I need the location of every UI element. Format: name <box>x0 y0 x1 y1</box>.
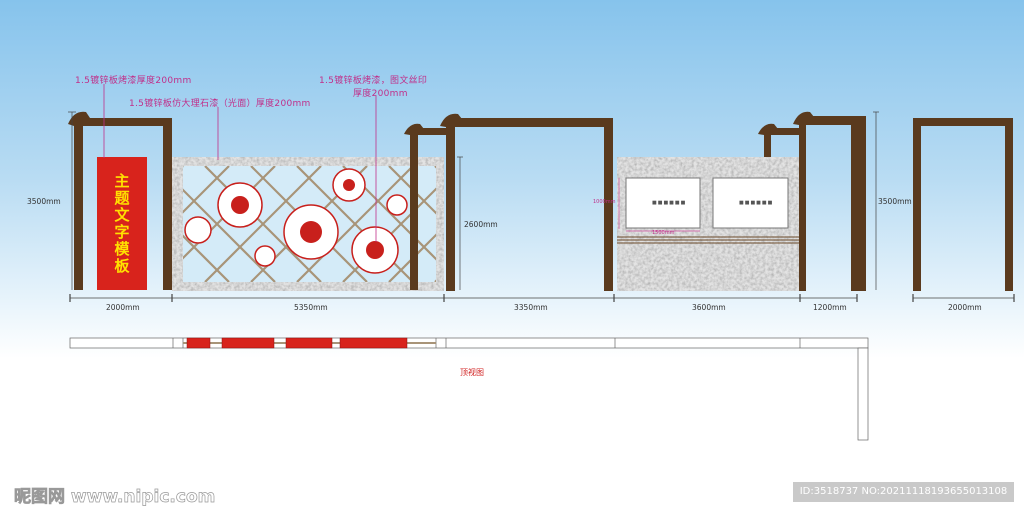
lattice-bar <box>183 234 230 282</box>
lattice-bar <box>204 166 322 282</box>
top-view-label: 顶视图 <box>460 368 484 377</box>
dim-height-left: 3500mm <box>27 197 61 206</box>
dim-width-6: 2000mm <box>948 303 982 312</box>
lattice-bar <box>296 166 414 282</box>
title-panel <box>97 157 147 290</box>
lattice-bar <box>481 166 597 282</box>
watermark: 昵图网 www.nipic.com <box>14 487 216 508</box>
dim-width-5: 1200mm <box>813 303 847 312</box>
paper-cut-medallions <box>184 168 408 274</box>
board-1-text: ■■■■■■ <box>652 200 687 206</box>
title-panel-text: 主题文字模板 <box>112 172 131 275</box>
top-view-plan <box>69 337 869 441</box>
dim-board-height: 1000mm <box>593 199 616 205</box>
annotation-print-thickness: 厚度200mm <box>353 89 408 99</box>
leader-lines <box>103 84 377 242</box>
dim-board-width: 1500mm <box>652 230 675 236</box>
dim-inner-height: 2600mm <box>464 220 498 229</box>
lattice-bar <box>183 166 230 214</box>
board-2-text: ■■■■■■ <box>739 200 774 206</box>
dim-width-1: 2000mm <box>106 303 140 312</box>
dim-width-2: 5350mm <box>294 303 328 312</box>
dim-width-3: 3350mm <box>514 303 548 312</box>
annotation-marble-material: 1.5镀锌板仿大理石漆（光面）厚度200mm <box>129 99 311 109</box>
middle-frame <box>404 113 613 291</box>
notice-board-panel <box>617 157 800 291</box>
right-frame <box>758 111 866 291</box>
far-right-frame <box>913 118 1013 291</box>
lattice-bar <box>388 166 436 215</box>
dim-width-4: 3600mm <box>692 303 726 312</box>
dimension-lines <box>68 111 1015 302</box>
lattice-bar <box>388 233 436 282</box>
annotation-print-material: 1.5镀锌板烤漆，图文丝印 <box>319 76 428 86</box>
lattice-bar <box>481 166 597 282</box>
annotation-frame-material: 1.5镀锌板烤漆厚度200mm <box>75 76 192 86</box>
dim-height-right: 3500mm <box>878 197 912 206</box>
image-id-badge: ID:3518737 NO:20211118193655013108 <box>793 482 1014 502</box>
marble-lattice-panel <box>172 157 597 291</box>
left-frame <box>68 111 172 290</box>
title-panel-text-box: 主题文字模板 <box>97 157 147 290</box>
lattice-bar <box>183 166 276 260</box>
